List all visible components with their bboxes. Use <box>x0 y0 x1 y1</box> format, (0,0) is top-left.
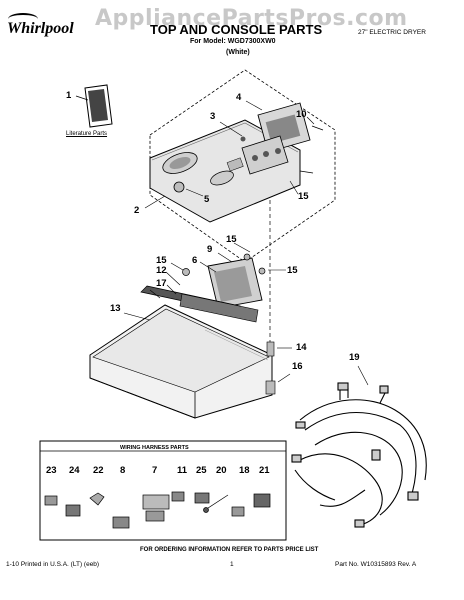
part-number: Part No. W10315893 Rev. A <box>335 561 417 568</box>
brand-logo-swoosh <box>8 13 38 25</box>
hinge-screws <box>265 341 276 395</box>
callout-number: 3 <box>210 111 216 122</box>
literature-parts-label: Literature Parts <box>66 131 108 137</box>
document-type: 27" ELECTRIC DRYER <box>358 29 426 36</box>
callout-number: 15 <box>156 255 167 266</box>
callout-number: 10 <box>296 109 307 120</box>
callout-number: 2 <box>134 205 140 216</box>
callout-number: 4 <box>236 92 242 103</box>
page-number: 1 <box>230 561 234 568</box>
callout-number: 9 <box>207 244 213 255</box>
harness-part-number: 20 <box>216 465 227 476</box>
wiring-harness-table <box>39 440 287 541</box>
harness-part-number: 8 <box>120 465 126 476</box>
wiring-harness-title: WIRING HARNESS PARTS <box>120 445 189 451</box>
console-brackets <box>140 257 263 323</box>
callout-number: 15 <box>226 234 237 245</box>
model-line: For Model: WGD7300XW0 <box>190 38 276 45</box>
callout-number: 6 <box>192 255 198 266</box>
callout-number: 14 <box>296 342 307 353</box>
harness-part-number: 11 <box>177 465 188 476</box>
model-color: (White) <box>226 49 250 56</box>
harness-part-number: 24 <box>69 465 80 476</box>
callout-number: 15 <box>298 191 309 202</box>
watermark: AppliancePartsPros.com <box>95 6 408 31</box>
callout-number: 16 <box>292 361 303 372</box>
callout-number: 5 <box>204 194 210 205</box>
wiring-harness-bundle <box>291 382 427 528</box>
literature-booklet <box>84 84 113 128</box>
harness-part-number: 7 <box>152 465 158 476</box>
harness-part-number: 25 <box>196 465 207 476</box>
callout-number: 13 <box>110 303 121 314</box>
dryer-top-panel <box>89 304 273 419</box>
callout-number: 17 <box>156 278 167 289</box>
callout-number: 12 <box>156 265 167 276</box>
control-board <box>241 102 311 175</box>
ordering-note: FOR ORDERING INFORMATION REFER TO PARTS … <box>140 547 319 553</box>
page-title: TOP AND CONSOLE PARTS <box>150 22 323 37</box>
brand-logo: Whirlpool <box>7 20 74 37</box>
callout-number: 1 <box>66 90 72 101</box>
print-info: 1-10 Printed in U.S.A. (LT) (eeb) <box>6 561 100 568</box>
harness-part-number: 22 <box>93 465 104 476</box>
harness-part-number: 21 <box>259 465 270 476</box>
callout-number: 19 <box>349 352 360 363</box>
callout-number: 15 <box>287 265 298 276</box>
harness-part-number: 23 <box>46 465 57 476</box>
harness-part-number: 18 <box>239 465 250 476</box>
harness-connector-icons <box>44 491 271 529</box>
